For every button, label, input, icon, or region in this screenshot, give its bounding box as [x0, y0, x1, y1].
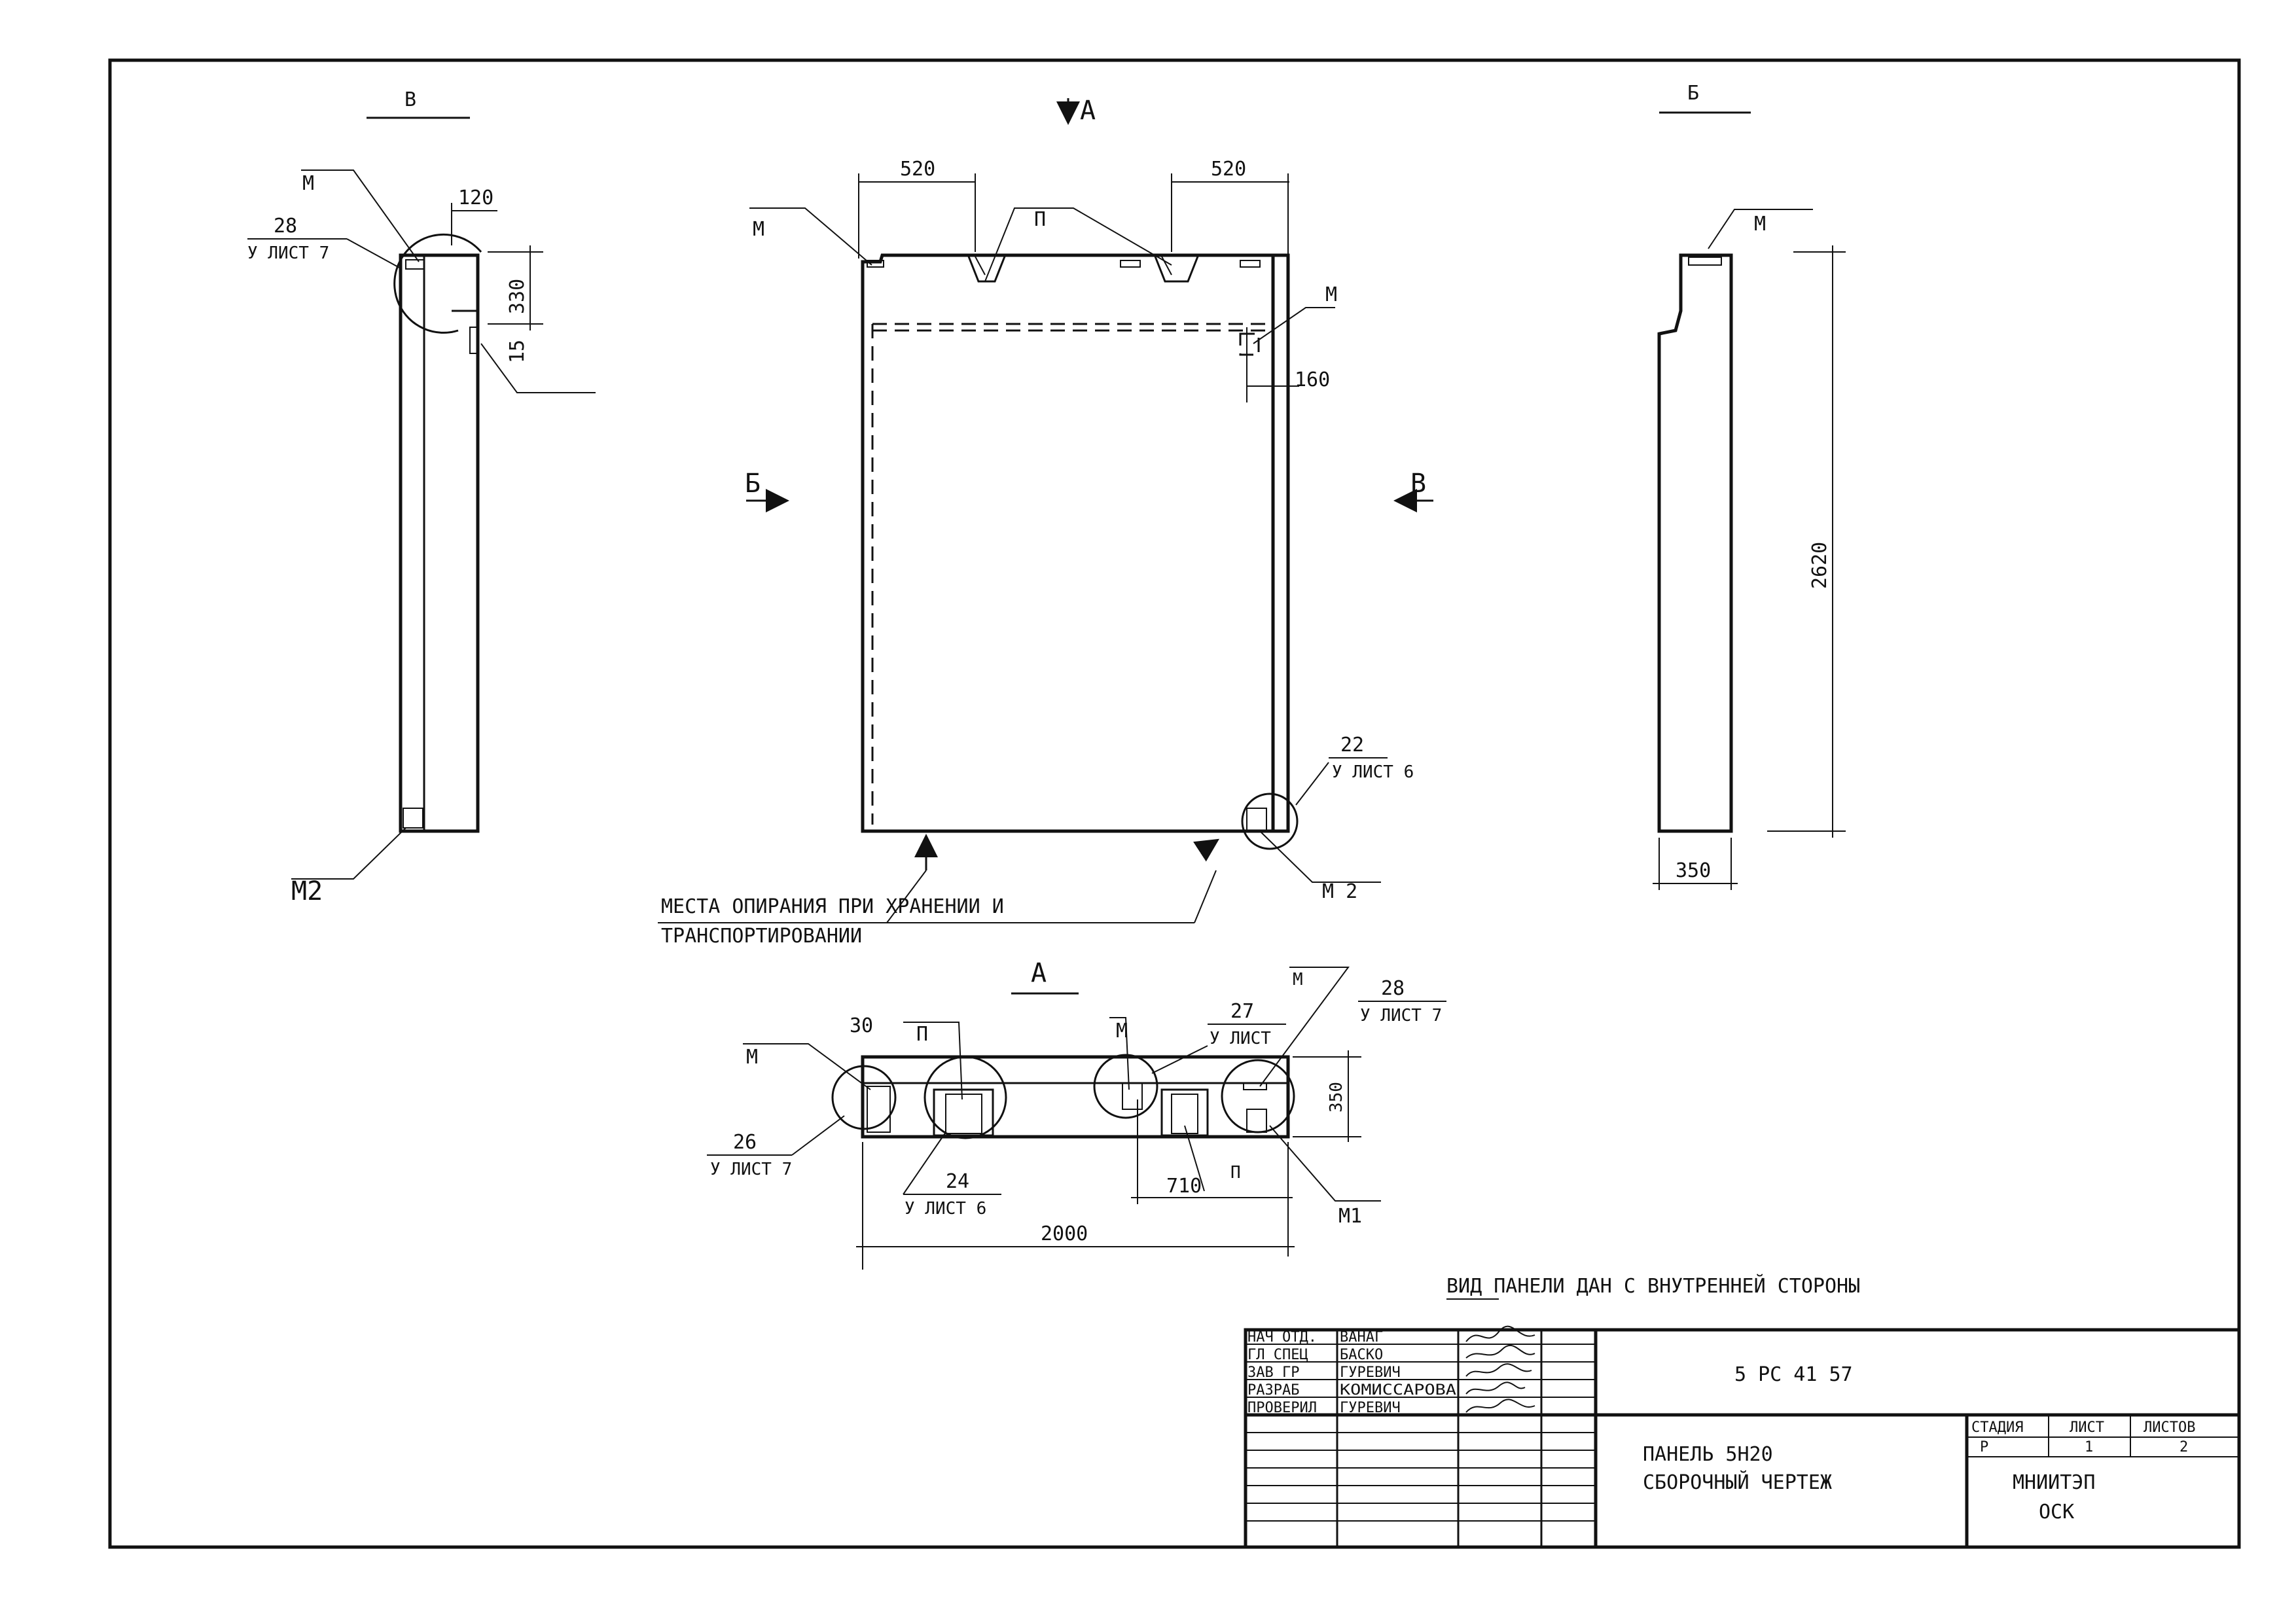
dim-15: 15: [506, 340, 529, 363]
sheet-header: ЛИСТ: [2070, 1419, 2104, 1436]
side-view-v: В 120 330 15 М 28 У ЛИСТ 7 М2: [247, 88, 596, 906]
label-m: М: [1754, 213, 1766, 236]
front-view: А 520 520 160 М: [745, 96, 1433, 903]
dim-width: 350: [1676, 859, 1711, 882]
support-note-line1: МЕСТА ОПИРАНИЯ ПРИ ХРАНЕНИИ И: [661, 895, 1004, 918]
name-4: КОМИССАРОВА: [1340, 1382, 1456, 1399]
ref-24-sheet: У ЛИСТ 6: [905, 1199, 986, 1219]
dim-710-sup: П: [1230, 1163, 1241, 1183]
org-line1: МНИИТЭП: [2013, 1471, 2095, 1494]
drawing-code: 5 РС 41 57: [1734, 1363, 1853, 1386]
support-note: МЕСТА ОПИРАНИЯ ПРИ ХРАНЕНИИ И ТРАНСПОРТИ…: [658, 870, 1217, 948]
dim-160: 160: [1295, 368, 1330, 391]
dim-30: 30: [850, 1014, 873, 1037]
name-2: БАСКО: [1340, 1347, 1383, 1363]
dim-2000: 2000: [1041, 1222, 1088, 1245]
role-5: ПРОВЕРИЛ: [1247, 1400, 1317, 1416]
label-m-right: М: [1325, 283, 1337, 306]
dim-right: 520: [1211, 158, 1246, 181]
ref-24: 24: [946, 1170, 969, 1193]
name-5: ГУРЕВИЧ: [1340, 1400, 1401, 1416]
ref-27: 27: [1230, 1000, 1254, 1023]
side-view-b: Б М 2620 350: [1653, 82, 1846, 890]
label-m-right: М: [1293, 970, 1303, 990]
name-1: ВАНАГ: [1340, 1329, 1383, 1346]
title-line2: СБОРОЧНЫЙ ЧЕРТЕЖ: [1643, 1471, 1832, 1494]
dim-330: 330: [506, 279, 529, 314]
role-1: НАЧ ОТД.: [1247, 1329, 1317, 1346]
role-2: ГЛ СПЕЦ: [1247, 1347, 1308, 1363]
arrow-v: В: [1410, 469, 1426, 499]
ref-28: 28: [1381, 977, 1405, 1000]
node-ref-sheet: У ЛИСТ 7: [247, 243, 329, 263]
ref-27-sheet: У ЛИСТ: [1210, 1029, 1271, 1048]
sheets-header: ЛИСТОВ: [2144, 1419, 2195, 1436]
title-line1: ПАНЕЛЬ 5Н20: [1643, 1443, 1773, 1466]
view-b-title: Б: [1687, 82, 1699, 105]
label-m-left: М: [753, 218, 764, 241]
stage-value: Р: [1980, 1439, 1988, 1455]
support-note-line2: ТРАНСПОРТИРОВАНИИ: [661, 925, 862, 948]
node-ref-sheet: У ЛИСТ 6: [1332, 762, 1414, 782]
view-v-title: В: [404, 88, 416, 111]
dim-left: 520: [900, 158, 935, 181]
org-line2: ОСК: [2039, 1501, 2074, 1524]
view-a-title: А: [1031, 958, 1047, 988]
name-3: ГУРЕВИЧ: [1340, 1364, 1401, 1381]
label-m2: М2: [291, 876, 323, 906]
arrow-b: Б: [745, 469, 761, 499]
ref-26: 26: [733, 1131, 757, 1154]
dim-120: 120: [458, 187, 493, 209]
role-4: РАЗРАБ: [1247, 1382, 1299, 1399]
view-a-marker: А: [1080, 96, 1096, 126]
sheets-value: 2: [2179, 1439, 2188, 1455]
dim-height: 2620: [1808, 542, 1831, 589]
drawing-frame: [108, 58, 2241, 1549]
node-ref-num: 28: [274, 215, 297, 238]
title-block: НАЧ ОТД. ГЛ СПЕЦ ЗАВ ГР РАЗРАБ ПРОВЕРИЛ …: [1244, 1325, 2241, 1549]
ref-26-sheet: У ЛИСТ 7: [710, 1160, 792, 1179]
label-p-left: П: [916, 1023, 928, 1046]
signatures: [1465, 1325, 1535, 1413]
label-m-mid: М: [1116, 1020, 1128, 1043]
general-note: ВИД ПАНЕЛИ ДАН С ВНУТРЕННЕЙ СТОРОНЫ: [1446, 1274, 1860, 1298]
label-m2: М 2: [1322, 880, 1357, 903]
label-m1: М1: [1338, 1205, 1362, 1228]
dim-710: 710: [1166, 1175, 1202, 1198]
dim-350: 350: [1327, 1082, 1346, 1113]
plan-view: А М 30 П М 27 У ЛИСТ М 28 У ЛИСТ 7: [707, 958, 1446, 1270]
ref-28-sheet: У ЛИСТ 7: [1360, 1006, 1442, 1026]
stage-header: СТАДИЯ: [1971, 1419, 2023, 1436]
label-p: П: [1034, 208, 1046, 231]
role-3: ЗАВ ГР: [1247, 1364, 1299, 1381]
sheet-value: 1: [2085, 1439, 2093, 1455]
label-m-left: М: [746, 1046, 758, 1069]
node-ref-num: 22: [1340, 734, 1364, 757]
label-m: М: [302, 172, 314, 195]
